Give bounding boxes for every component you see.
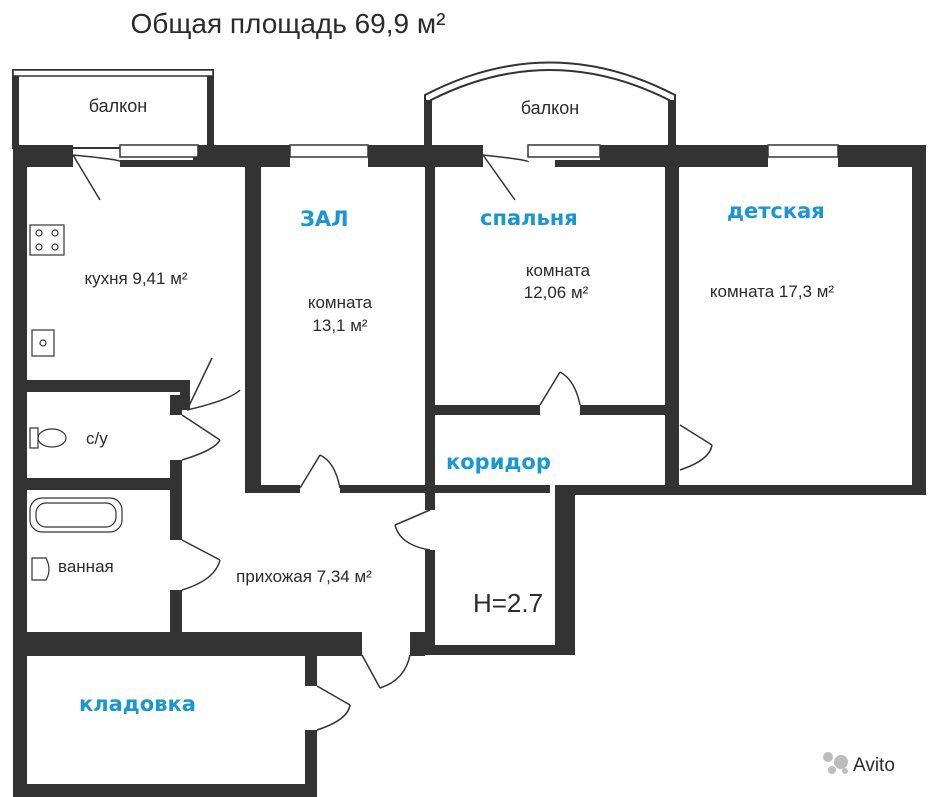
- balcony-left: [12, 69, 214, 149]
- toilet-label: с/у: [86, 429, 108, 448]
- kitchen-label: кухня 9,41 м²: [84, 269, 187, 288]
- toilet-icon: [29, 427, 67, 449]
- tag-kids-room: детская: [727, 199, 825, 223]
- balcony-left-label: балкон: [89, 96, 147, 116]
- balcony-center: [424, 61, 676, 145]
- living-room-label-line2: 13,1 м²: [312, 316, 367, 335]
- balcony-center-label: балкон: [521, 98, 579, 118]
- tag-storage: кладовка: [79, 692, 196, 716]
- avito-logo: Avito: [823, 752, 895, 776]
- windows: [119, 144, 839, 158]
- bathroom-label: ванная: [58, 557, 114, 576]
- bathtub-icon: [29, 497, 123, 533]
- stove-icon: [29, 224, 65, 256]
- hallway-label: прихожая 7,34 м²: [236, 567, 372, 586]
- living-room-label-line1: комната: [308, 293, 373, 312]
- walls: [13, 145, 926, 797]
- kids-room-label: комната 17,3 м²: [710, 282, 835, 301]
- avito-watermark-text: Avito: [853, 755, 895, 776]
- tag-living-room: ЗАЛ: [300, 207, 349, 231]
- doors: [72, 154, 713, 731]
- bedroom-label-line1: комната: [526, 261, 591, 280]
- tag-corridor: коридор: [446, 450, 551, 474]
- ceiling-height-label: H=2.7: [473, 588, 543, 618]
- washbasin-icon: [31, 557, 50, 581]
- sink-icon: [31, 329, 55, 357]
- total-area-title: Общая площадь 69,9 м²: [131, 8, 446, 39]
- tag-bedroom: спальня: [480, 206, 578, 230]
- bedroom-label-line2: 12,06 м²: [524, 283, 589, 302]
